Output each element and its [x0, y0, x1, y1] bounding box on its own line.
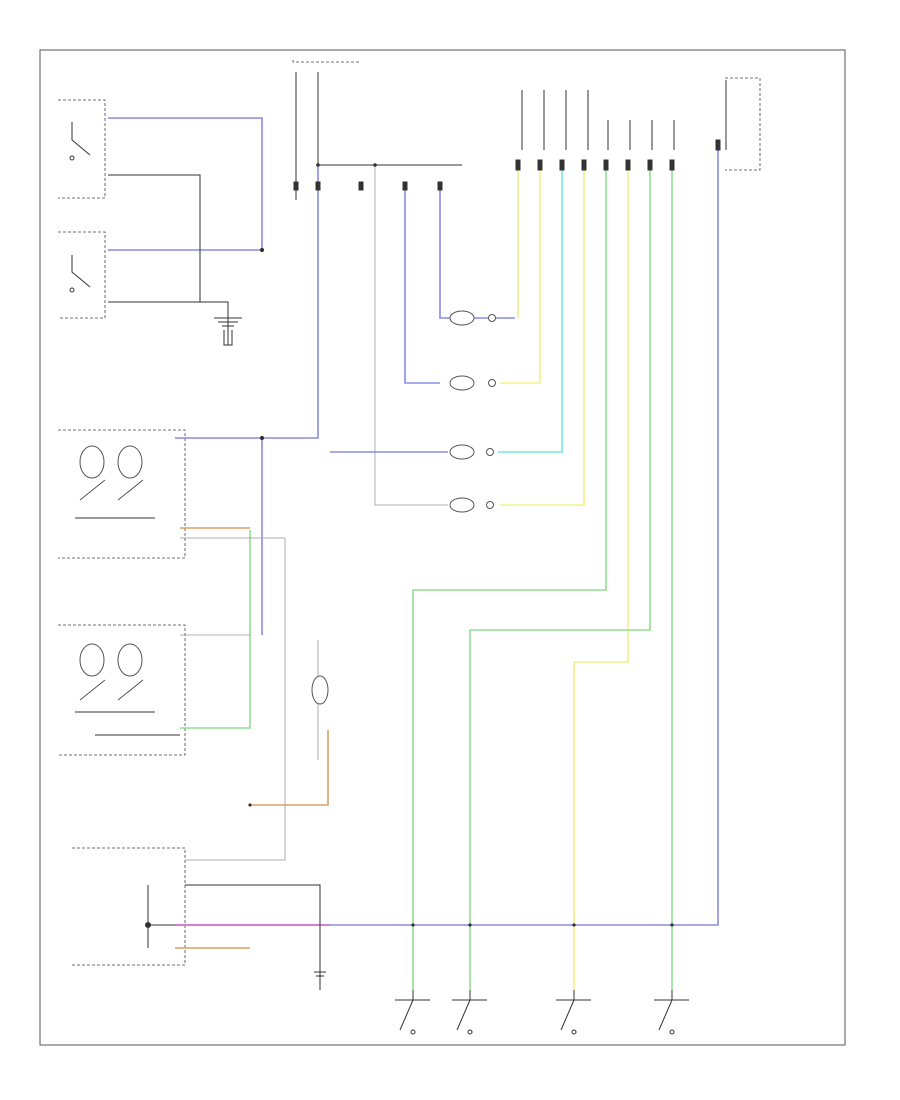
door-switches-left — [69, 122, 265, 441]
wires-cyan — [498, 170, 563, 453]
interior-light-switch — [145, 885, 175, 948]
lamps — [311, 310, 496, 705]
wires-gray — [180, 165, 448, 861]
connector-stubs — [293, 90, 721, 191]
splice-points — [248, 163, 674, 927]
wires-blue — [108, 117, 719, 926]
component-outlines — [58, 60, 761, 966]
wires-black — [75, 72, 727, 990]
ground-symbols — [214, 317, 326, 977]
wires-yellow — [500, 170, 629, 990]
door-switches-bottom — [395, 990, 689, 1035]
wires-green — [180, 170, 673, 990]
diagram-frame — [39, 49, 846, 1046]
spot-light-units — [79, 445, 144, 701]
wires-orange — [175, 527, 329, 949]
